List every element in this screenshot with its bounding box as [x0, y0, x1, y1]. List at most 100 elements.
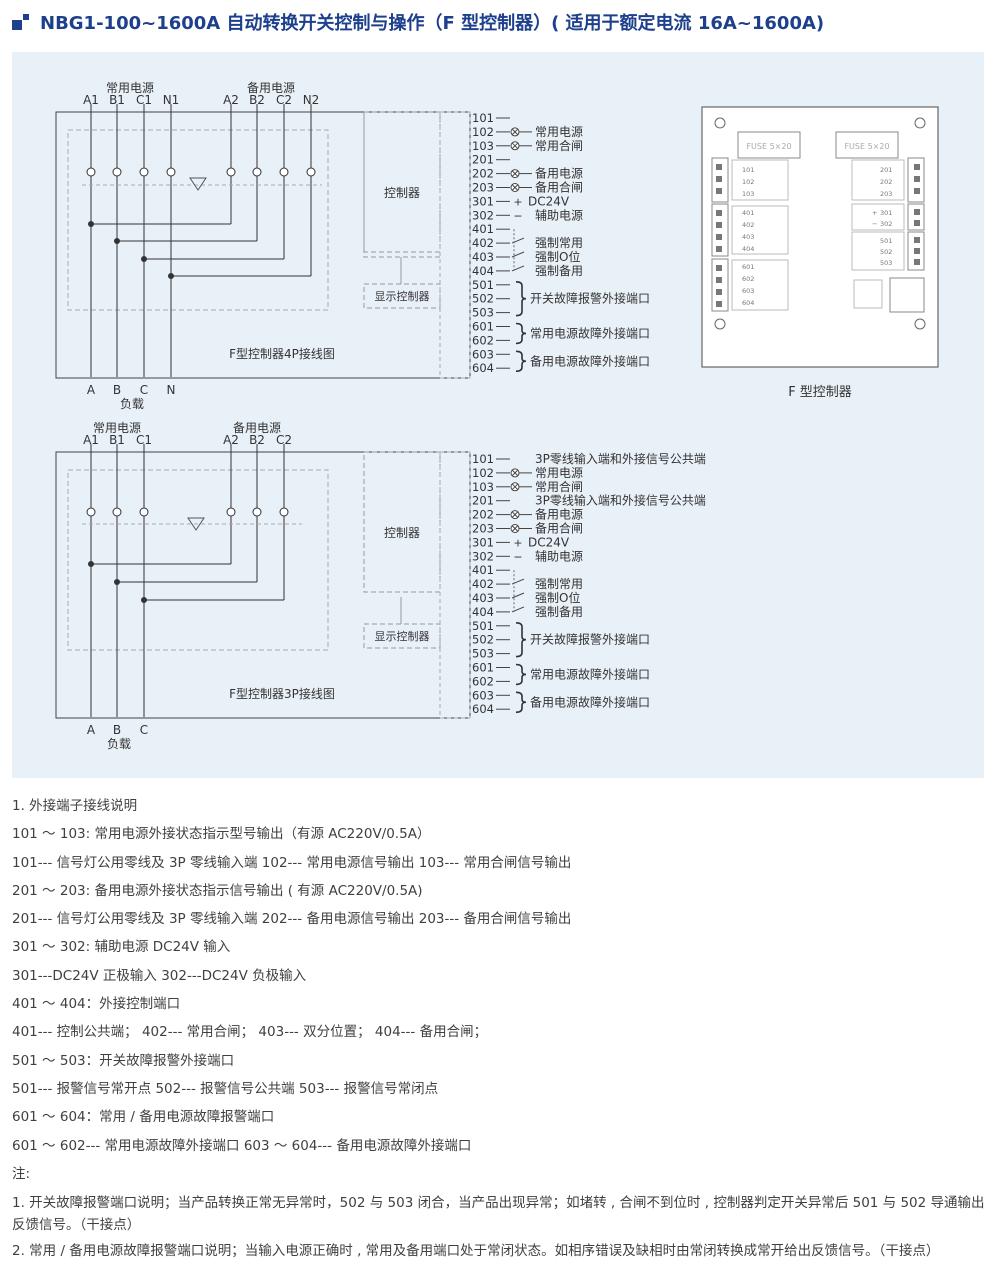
terminal-number: 604 [472, 361, 494, 375]
brace-icon [515, 622, 527, 658]
terminal-number: 502 [472, 633, 494, 647]
panel-terminal: 101 [742, 166, 754, 174]
panel-terminal: 404 [742, 245, 754, 253]
port-label: 备用电源故障外接端口 [530, 353, 650, 368]
terminal-number: 502 [472, 292, 494, 306]
panel-terminal: 603 [742, 287, 754, 295]
switch-icon [511, 592, 525, 599]
plus-sign: + [872, 209, 877, 217]
panel-terminal: 503 [880, 259, 892, 267]
pole-label: N2 [303, 93, 320, 107]
f-controller-panel: FUSE 5×20 FUSE 5×20 101 102 103 401 402 … [701, 106, 939, 368]
port-label: 备用电源故障外接端口 [530, 694, 650, 709]
panel-terminal: 102 [742, 178, 754, 186]
minus-sign: − [872, 220, 877, 228]
minus-sign: − [513, 550, 522, 563]
panel-terminal: 602 [742, 275, 754, 283]
terminal-number: 402 [472, 236, 494, 250]
panel-terminal: 402 [742, 221, 754, 229]
pole-label: B [113, 383, 121, 397]
terminal-number: 603 [472, 347, 494, 361]
pole-label: A [87, 383, 96, 397]
4p-source2-label: 备用电源 [247, 81, 295, 95]
port-label: 开关故障报警外接端口 [530, 632, 650, 647]
4p-terminal-block: 1011021032012022033013024014024034045015… [472, 111, 650, 375]
terminal-number: 602 [472, 333, 494, 347]
brace-icon [515, 322, 527, 345]
panel-terminal: 604 [742, 299, 754, 307]
terminal-number: 403 [472, 591, 494, 605]
remark-2: 2. 常用 / 备用电源故障报警端口说明；当输入电源正确时 , 常用及备用端口处… [12, 1243, 940, 1260]
terminal-number: 302 [472, 208, 494, 222]
panel-terminal: 302 [880, 220, 892, 228]
note-line: 201 ～ 203: 备用电源外接状态指示信号输出 ( 有源 AC220V/0.… [12, 882, 423, 899]
terminal-number: 202 [472, 167, 494, 181]
brace-icon [515, 281, 527, 317]
3p-source2-label: 备用电源 [233, 421, 281, 435]
terminal-number: 404 [472, 605, 494, 619]
3p-terminal-block: 1011021032012022033013024014024034045015… [472, 451, 706, 716]
pole-label: C [140, 723, 148, 737]
terminal-number: 201 [472, 153, 494, 167]
pole-label: N1 [163, 93, 180, 107]
terminal-label: 3P零线输入端和外接信号公共端 [535, 493, 706, 508]
page-title: NBG1-100~1600A 自动转换开关控制与操作（F 型控制器）( 适用于额… [12, 8, 824, 36]
pole-label: A [87, 723, 96, 737]
pole-label: C2 [276, 93, 292, 107]
remark-1: 1. 开关故障报警端口说明；当产品转换正常无异常时，502 与 503 闭合，当… [12, 1195, 985, 1234]
4p-source1-label: 常用电源 [106, 81, 154, 95]
notes-section: 1. 外接端子接线说明 101 ～ 103: 常用电源外接状态指示型号输出（有源… [12, 792, 987, 1262]
3p-display-label: 显示控制器 [375, 629, 430, 643]
terminal-number: 601 [472, 661, 494, 675]
port-label: 开关故障报警外接端口 [530, 291, 650, 306]
terminal-number: 301 [472, 194, 494, 208]
panel-terminal: 601 [742, 263, 754, 271]
4p-caption: F型控制器4P接线图 [229, 346, 335, 361]
pole-label: N [167, 383, 176, 397]
diagram-3p [55, 444, 471, 719]
pole-label: B1 [109, 433, 125, 447]
pole-label: B2 [249, 433, 265, 447]
pole-label: A2 [223, 93, 239, 107]
note-line: 601 ～ 602--- 常用电源故障外接端口 603 ～ 604--- 备用电… [12, 1137, 472, 1154]
note-line: 401 ～ 404：外接控制端口 [12, 996, 181, 1013]
panel-terminal: 301 [880, 209, 892, 217]
title-text: NBG1-100~1600A 自动转换开关控制与操作（F 型控制器）( 适用于额… [40, 13, 825, 34]
brace-icon [515, 663, 527, 686]
panel-terminal: 501 [880, 237, 892, 245]
pole-label: C1 [136, 93, 152, 107]
panel-terminal: 401 [742, 209, 754, 217]
note-line: 401--- 控制公共端； 402--- 常用合闸； 403--- 双分位置； … [12, 1024, 488, 1041]
note-line: 101--- 信号灯公用零线及 3P 零线输入端 102--- 常用电源信号输出… [12, 854, 572, 871]
terminal-number: 503 [472, 647, 494, 661]
brace-icon [515, 350, 527, 372]
port-label: 常用电源故障外接端口 [530, 325, 650, 340]
terminal-label: 常用电源 [535, 466, 583, 480]
terminal-number: 102 [472, 466, 494, 480]
pole-label: B2 [249, 93, 265, 107]
minus-sign: − [513, 209, 522, 222]
note-line: 101 ～ 103: 常用电源外接状态指示型号输出（有源 AC220V/0.5A… [12, 826, 431, 843]
panel-terminal: 403 [742, 233, 754, 241]
4p-poles-bottom: A B C N [87, 383, 176, 397]
3p-poles-bottom: A B C [87, 723, 148, 737]
pole-label: C1 [136, 433, 152, 447]
panel-terminal: 201 [880, 166, 892, 174]
note-line: 301---DC24V 正极输入 302---DC24V 负极输入 [12, 967, 307, 984]
plus-sign: + [513, 195, 522, 208]
terminal-number: 503 [472, 306, 494, 320]
note-line: 501--- 报警信号常开点 502--- 报警信号公共端 503--- 报警信… [12, 1080, 439, 1097]
panel-terminal: 203 [880, 190, 892, 198]
terminal-number: 603 [472, 688, 494, 702]
panel-caption: F 型控制器 [788, 385, 852, 400]
4p-poles-top: A1 B1 C1 N1 A2 B2 C2 N2 [83, 93, 319, 107]
note-heading: 注: [12, 1165, 31, 1182]
terminal-number: 604 [472, 702, 494, 716]
terminal-label: 备用合闸 [535, 521, 583, 536]
terminal-label: 强制备用 [535, 264, 583, 278]
terminal-label: DC24V [528, 535, 570, 549]
terminal-number: 501 [472, 278, 494, 292]
note-line: 501 ～ 503：开关故障报警外接端口 [12, 1052, 235, 1069]
fuse2-label: FUSE 5×20 [844, 142, 889, 151]
pole-label: A1 [83, 433, 99, 447]
